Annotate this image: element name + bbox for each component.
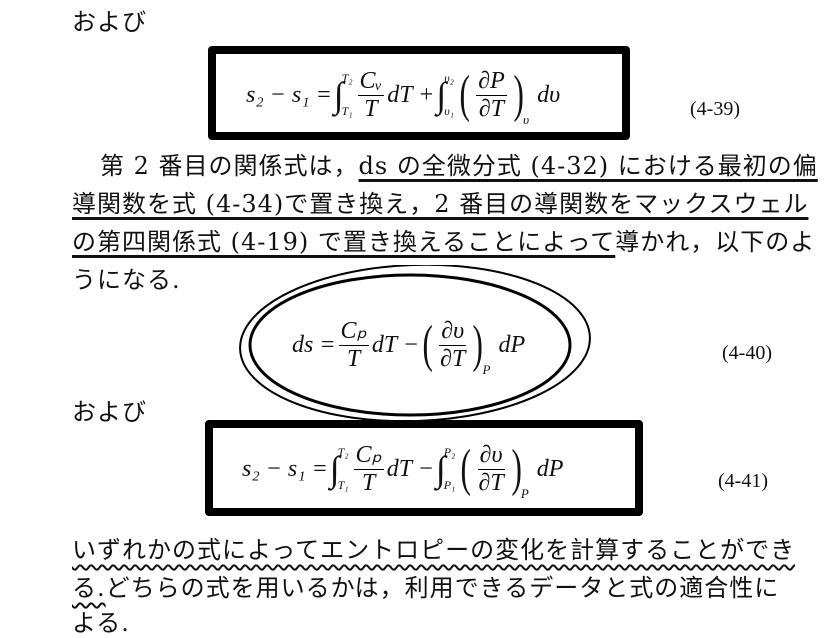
int-lower: T₁ — [341, 104, 353, 118]
paragraph-line: る.どちらの式を用いるかは，利用できるデータと式の適合性に — [72, 568, 779, 603]
wavy-underlined-text: いずれかの式によってエントロピーの変化を計算することができ — [72, 536, 796, 564]
and-label: および — [72, 398, 147, 426]
int-lower: T₁ — [337, 478, 349, 492]
eq-lhs: ds = — [292, 331, 336, 358]
int-upper: T₂ — [341, 71, 353, 85]
eq-term: dT + — [387, 81, 435, 108]
eq-term: dT − — [386, 455, 434, 482]
frac-den: T — [347, 345, 361, 372]
deriv-den: ∂T — [478, 469, 504, 496]
int-lower: P₁ — [443, 478, 456, 492]
equation-number: (4-40) — [722, 342, 772, 364]
and-label: および — [72, 8, 147, 36]
int-upper: T₂ — [337, 445, 349, 459]
paragraph-line: 第 2 番目の関係式は，ds の全微分式 (4-32) における最初の偏 — [100, 146, 818, 181]
text: どちらの式を用いるかは，利用できるデータと式の適合性に — [105, 574, 780, 602]
text: 第 2 番目の関係式は， — [100, 152, 359, 180]
text: 導かれ，以下のよ — [615, 228, 816, 256]
eq-term: dT − — [371, 331, 419, 358]
frac-num: Cₚ — [353, 442, 384, 470]
frac-num: Cᵥ — [357, 68, 385, 96]
frac-num: Cₚ — [338, 318, 369, 346]
frac-den: T — [361, 469, 376, 496]
eq-term: dυ — [537, 81, 561, 108]
eq-lhs: s₂ − s₁ = — [242, 455, 328, 482]
paragraph-line: いずれかの式によってエントロピーの変化を計算することができ — [72, 530, 795, 565]
eq-term: dP — [536, 455, 564, 482]
eq-term: dP — [498, 331, 526, 358]
annotation-box-eq-4-41 — [205, 420, 643, 516]
int-upper: υ₂ — [444, 71, 454, 85]
int-upper: P₂ — [443, 445, 456, 459]
paragraph-line: の第四関係式 (4-19) で置き換えることによって導かれ，以下のよ — [72, 222, 815, 257]
underlined-text: の第四関係式 (4-19) で置き換えることによって — [72, 228, 616, 256]
deriv-num: ∂υ — [477, 442, 505, 470]
equation-number: (4-39) — [690, 98, 740, 120]
deriv-sub: υ — [523, 112, 530, 127]
deriv-den: ∂T — [440, 345, 466, 372]
deriv-sub: P — [482, 362, 491, 377]
eq-lhs: s₂ − s₁ = — [246, 81, 332, 108]
wavy-underlined-text: る. — [72, 574, 106, 602]
equation-number: (4-41) — [718, 470, 768, 492]
underlined-text: ds の全微分式 (4-32) における最初の偏 — [358, 152, 818, 180]
paragraph-line: 導関数を式 (4-34)で置き換え，2 番目の導関数をマックスウェル — [72, 190, 809, 218]
paragraph-line: よる. — [72, 609, 130, 637]
deriv-den: ∂T — [478, 95, 505, 122]
deriv-num: ∂υ — [439, 318, 467, 346]
deriv-num: ∂P — [476, 68, 507, 96]
frac-den: T — [364, 95, 378, 122]
annotation-box-eq-4-39 — [208, 46, 630, 140]
int-lower: υ₁ — [444, 104, 454, 118]
deriv-sub: P — [520, 486, 529, 501]
paragraph-line: うになる. — [72, 266, 181, 294]
